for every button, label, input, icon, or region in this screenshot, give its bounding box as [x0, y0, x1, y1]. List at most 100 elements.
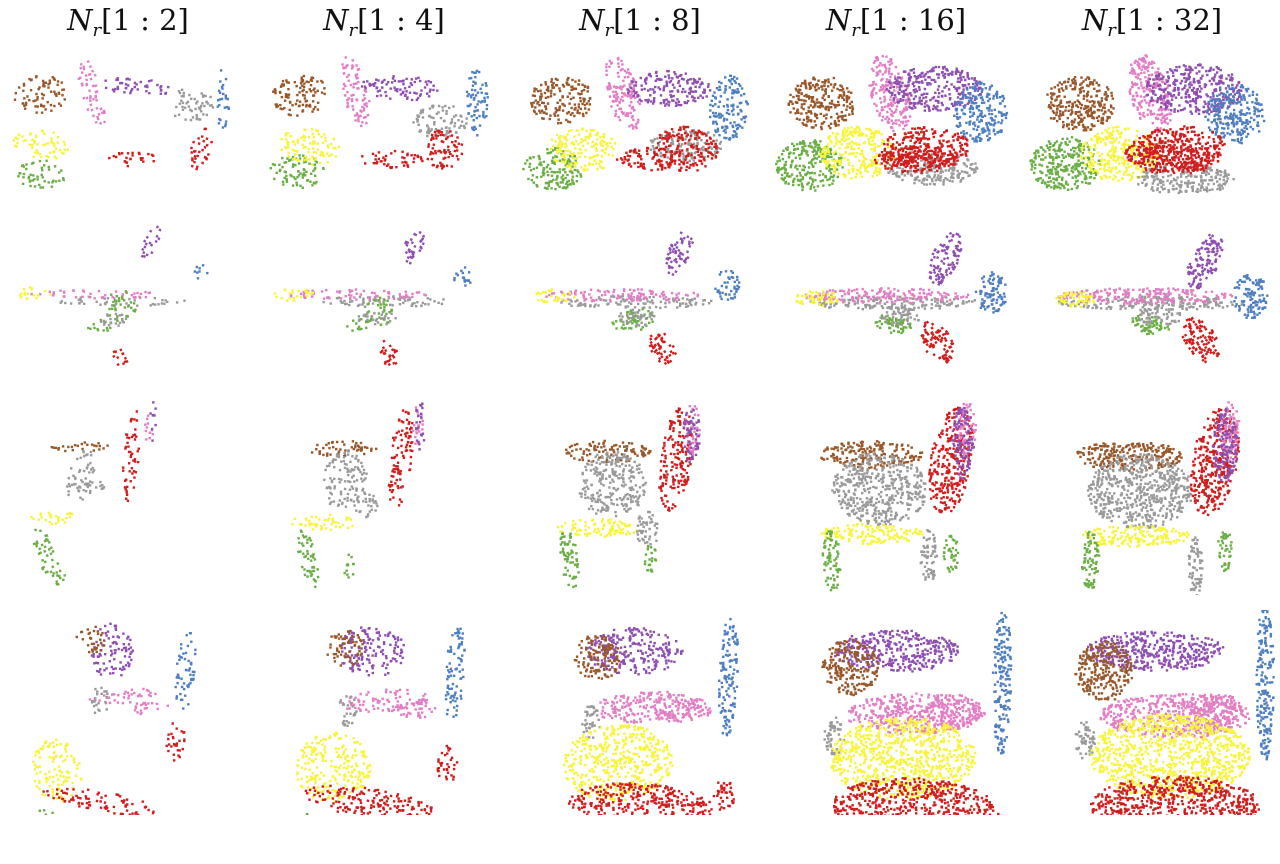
car-point-cloud-col-1 — [0, 48, 256, 223]
part-red-8 — [190, 127, 214, 171]
part-green-6 — [364, 296, 393, 326]
part-brown-2 — [573, 635, 621, 680]
part-red-3 — [387, 409, 414, 507]
bed-point-cloud-col-1 — [0, 610, 256, 864]
part-yellow-6 — [820, 522, 924, 546]
part-green-9 — [343, 553, 355, 579]
part-red-8 — [426, 129, 464, 170]
point-cloud-render — [12, 60, 230, 189]
part-green-9 — [643, 544, 658, 573]
part-green-7 — [296, 529, 320, 589]
part-yellow-6 — [556, 518, 638, 538]
part-red-8 — [379, 339, 399, 367]
part-pink-2 — [1057, 287, 1234, 305]
part-blue-5 — [1233, 274, 1269, 320]
part-yellow-3 — [1055, 291, 1096, 309]
part-red-8 — [648, 332, 678, 366]
part-yellow-3 — [795, 290, 839, 307]
part-yellow-6 — [30, 511, 74, 526]
point-cloud-render — [821, 611, 1013, 815]
chair-point-cloud-col-3 — [512, 390, 768, 610]
part-gray-8 — [636, 510, 659, 548]
part-gray-8 — [1187, 536, 1204, 595]
part-gray-9 — [99, 312, 128, 327]
part-yellow-2 — [819, 125, 896, 180]
part-gray-8 — [919, 529, 939, 581]
part-gray-6 — [823, 716, 846, 756]
column-header-2: Nr[1 : 4] — [284, 0, 484, 44]
part-brown-3 — [1046, 76, 1115, 132]
part-red-8 — [304, 784, 433, 815]
part-yellow-2 — [549, 127, 617, 172]
part-red-10 — [436, 744, 459, 781]
part-blue-7 — [953, 81, 1009, 143]
part-red-9 — [108, 151, 155, 168]
header-range: [1 : 16] — [860, 3, 966, 37]
part-brown-1 — [820, 440, 924, 470]
part-gray-8 — [353, 491, 379, 519]
part-pink-4 — [77, 60, 107, 125]
part-purple-5 — [1211, 408, 1239, 482]
part-red-3 — [121, 410, 141, 503]
part-gray-6 — [90, 686, 109, 714]
part-red-10 — [165, 722, 186, 762]
point-cloud-render — [296, 626, 466, 815]
part-blue-3 — [1255, 610, 1275, 761]
header-variable: N — [1082, 3, 1107, 37]
part-brown-1 — [50, 441, 109, 453]
point-cloud-render — [535, 231, 741, 366]
part-blue-3 — [717, 617, 739, 737]
header-subscript: r — [605, 20, 614, 41]
part-gray-9 — [357, 311, 397, 326]
part-purple-5 — [149, 401, 157, 442]
part-brown-2 — [821, 638, 880, 697]
part-gray-2 — [1086, 453, 1193, 530]
part-pink-4 — [144, 414, 154, 441]
part-brown-2 — [326, 629, 364, 667]
part-blue-7 — [216, 69, 230, 129]
part-purple-1 — [834, 629, 960, 673]
point-cloud-render — [522, 56, 749, 191]
header-variable: N — [323, 3, 348, 37]
part-yellow-2 — [280, 127, 341, 166]
bed-point-cloud-col-2 — [256, 610, 512, 864]
part-green-9 — [942, 534, 960, 573]
header-subscript: r — [1107, 20, 1116, 41]
part-brown-1 — [565, 439, 652, 464]
point-cloud-render — [775, 54, 1009, 192]
header-subscript: r — [851, 20, 860, 41]
part-yellow-7 — [296, 731, 372, 803]
part-green-7 — [611, 316, 640, 331]
point-cloud-render — [18, 225, 209, 367]
part-red-8 — [567, 782, 713, 815]
chair-point-cloud-col-1 — [0, 390, 256, 610]
part-purple-4 — [1186, 233, 1224, 290]
column-header-4: Nr[1 : 16] — [796, 0, 996, 44]
part-pink-5 — [659, 697, 712, 723]
part-pink-2 — [30, 289, 151, 300]
part-green-6 — [108, 290, 137, 322]
part-yellow-7 — [563, 723, 674, 803]
part-red-10 — [997, 812, 1004, 815]
part-green-9 — [1217, 531, 1233, 572]
part-purple-1 — [586, 627, 684, 676]
part-blue-7 — [465, 69, 489, 137]
part-pink-4 — [88, 687, 157, 705]
point-cloud-render — [820, 402, 978, 592]
part-green-7 — [1080, 530, 1101, 589]
part-purple-4 — [140, 225, 162, 259]
part-brown-3 — [13, 74, 67, 114]
column-header-5: Nr[1 : 32] — [1052, 0, 1252, 44]
part-gray-6 — [412, 104, 468, 139]
point-cloud-render — [273, 230, 472, 367]
header-range: [1 : 32] — [1116, 3, 1222, 37]
part-gray-6 — [174, 88, 215, 122]
part-pink-2 — [289, 288, 427, 301]
part-gray-8 — [76, 480, 106, 494]
header-range: [1 : 8] — [613, 3, 701, 37]
part-red-8 — [920, 320, 955, 364]
part-blue-5 — [453, 266, 472, 287]
part-brown-1 — [1076, 442, 1183, 472]
part-purple-4 — [928, 231, 963, 286]
